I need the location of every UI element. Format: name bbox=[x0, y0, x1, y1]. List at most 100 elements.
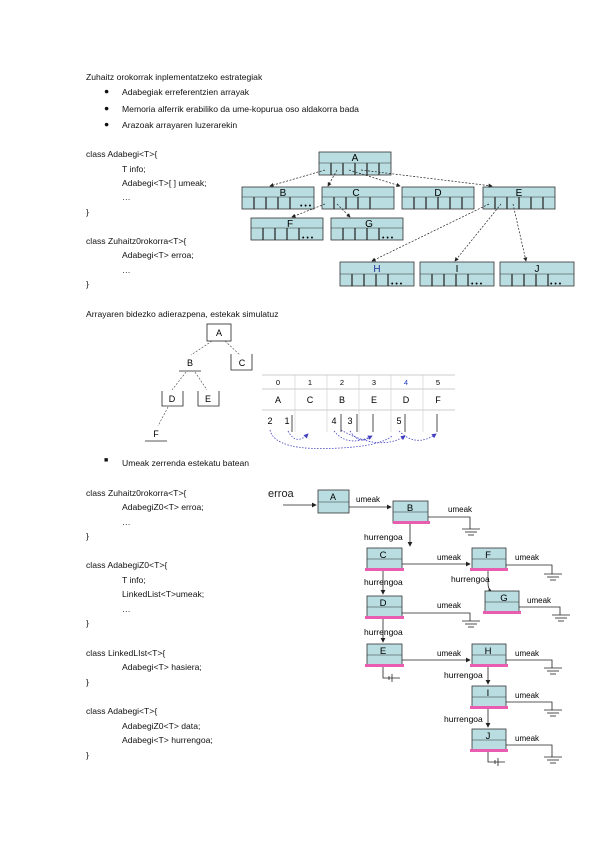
list-node-label: B bbox=[407, 503, 413, 514]
bullet-icon: ● bbox=[104, 103, 110, 113]
bullet-icon: ● bbox=[104, 86, 110, 96]
dots: • • • bbox=[391, 281, 403, 288]
array-table: 0 1 2 3 4 5 A C B E D F 2 1 4 3 5 bbox=[262, 374, 455, 449]
code-line: AdabegiZ0<T> erroa; bbox=[122, 502, 204, 512]
node-label: J bbox=[535, 264, 540, 275]
dots: • • • bbox=[382, 235, 394, 242]
umeak-label: umeak bbox=[437, 649, 462, 658]
hurrengoa-label: hurrengoa bbox=[364, 577, 403, 587]
tree-node: A bbox=[318, 151, 392, 176]
node-label: A bbox=[216, 328, 222, 338]
linked-list-diagram: erroa A umeak B umeak hurrengoa C umeak … bbox=[268, 488, 570, 766]
umeak-label: umeak bbox=[527, 596, 552, 605]
bullet-item-2: Memoria alferrik erabiliko da ume-kopuru… bbox=[122, 104, 359, 114]
code-line: Adabegi<T> hasiera; bbox=[122, 662, 202, 672]
code-line: Adabegi<T> hurrengoa; bbox=[122, 735, 213, 745]
simple-tree-diagram: A B C D E F bbox=[145, 323, 253, 442]
section-heading: Arrayaren bidezko adierazpena, estekak s… bbox=[86, 309, 279, 319]
umeak-label: umeak bbox=[437, 553, 462, 562]
node-label: H bbox=[373, 264, 380, 275]
tree-node: B • • • bbox=[241, 186, 315, 210]
dots: • • • bbox=[302, 235, 314, 242]
node-label: G bbox=[365, 219, 373, 230]
hurrengoa-label: hurrengoa bbox=[451, 574, 490, 584]
array-link: 5 bbox=[396, 416, 401, 426]
code-line: … bbox=[122, 265, 131, 275]
array-index: 0 bbox=[276, 378, 280, 387]
code-line: } bbox=[86, 279, 89, 289]
code-line: Adabegi<T> erroa; bbox=[122, 250, 194, 260]
umeak-label: umeak bbox=[448, 505, 473, 514]
list-node-label: F bbox=[485, 550, 491, 561]
umeak-label: umeak bbox=[515, 649, 540, 658]
hurrengoa-label: hurrengoa bbox=[364, 532, 403, 542]
code-line: class AdabegiZ0<T>{ bbox=[86, 560, 168, 570]
tree-edges bbox=[269, 169, 528, 262]
node-label: F bbox=[153, 429, 159, 439]
hurrengoa-label: hurrengoa bbox=[444, 670, 483, 680]
umeak-label: umeak bbox=[515, 691, 540, 700]
node-label: E bbox=[516, 188, 523, 199]
list-node-label: C bbox=[380, 550, 387, 561]
code-line: } bbox=[86, 618, 89, 628]
tree-node: C bbox=[321, 186, 395, 210]
tree-node: H • • • bbox=[339, 261, 415, 288]
tree-node: J • • • bbox=[499, 261, 575, 288]
list-node-label: E bbox=[380, 646, 386, 657]
umeak-label: umeak bbox=[437, 601, 462, 610]
erroa-label: erroa bbox=[268, 488, 295, 500]
node-label: B bbox=[280, 188, 287, 199]
list-node-label: I bbox=[487, 688, 490, 699]
hurrengoa-label: hurrengoa bbox=[364, 627, 403, 637]
array-value: F bbox=[435, 395, 441, 405]
code-line: class Adabegi<T>{ bbox=[86, 706, 158, 716]
array-value: E bbox=[371, 395, 377, 405]
code-line: LinkedList<T>umeak; bbox=[122, 589, 205, 599]
node-label: D bbox=[434, 188, 441, 199]
tree-node: F • • • bbox=[250, 217, 324, 242]
array-link: 1 bbox=[284, 416, 289, 426]
page-title: Zuhaitz orokorrak inplementatzeko estrat… bbox=[86, 72, 263, 82]
code-line: Adabegi<T>[ ] umeak; bbox=[122, 178, 207, 188]
node-label: D bbox=[169, 394, 176, 404]
bullet-icon: ● bbox=[104, 119, 110, 129]
tree-node: I • • • bbox=[419, 261, 495, 288]
node-label: C bbox=[352, 188, 359, 199]
array-value: C bbox=[307, 395, 314, 405]
code-line: } bbox=[86, 750, 89, 760]
umeak-label: umeak bbox=[515, 734, 540, 743]
code-line: class Adabegi<T>{ bbox=[86, 149, 158, 159]
tree-node: E bbox=[482, 186, 556, 210]
code-line: class Zuhaitz0rokorra<T>{ bbox=[86, 488, 187, 498]
dots: • • • bbox=[300, 203, 312, 210]
code-line: class LinkedLIst<T>{ bbox=[86, 648, 166, 658]
tree-node: D bbox=[401, 186, 475, 210]
array-value: B bbox=[339, 395, 345, 405]
code-line: … bbox=[122, 192, 131, 202]
code-line: … bbox=[122, 517, 131, 527]
bullet-icon: ■ bbox=[104, 457, 109, 464]
bullet-item-4: Umeak zerrenda estekatu batean bbox=[122, 458, 250, 468]
bullet-item-3: Arazoak arrayaren luzerarekin bbox=[122, 120, 238, 130]
node-label: B bbox=[187, 358, 193, 368]
dots: • • • bbox=[550, 281, 562, 288]
list-node-label: A bbox=[330, 492, 336, 502]
array-value: A bbox=[275, 395, 281, 405]
tree-node: G • • • bbox=[330, 217, 404, 242]
code-line: } bbox=[86, 677, 89, 687]
code-line: class Zuhaitz0rokorra<T>{ bbox=[86, 236, 187, 246]
list-node-label: G bbox=[500, 593, 507, 604]
list-node-label: H bbox=[485, 646, 492, 657]
node-label: I bbox=[456, 264, 459, 275]
code-line: T info; bbox=[122, 164, 146, 174]
node-label: A bbox=[352, 153, 359, 164]
array-link: 4 bbox=[331, 416, 336, 426]
array-index: 2 bbox=[340, 378, 344, 387]
hurrengoa-label: hurrengoa bbox=[444, 714, 483, 724]
node-label: E bbox=[205, 394, 211, 404]
umeak-label: umeak bbox=[515, 553, 540, 562]
code-line: … bbox=[122, 604, 131, 614]
array-index: 3 bbox=[372, 378, 376, 387]
node-label: F bbox=[287, 219, 293, 230]
